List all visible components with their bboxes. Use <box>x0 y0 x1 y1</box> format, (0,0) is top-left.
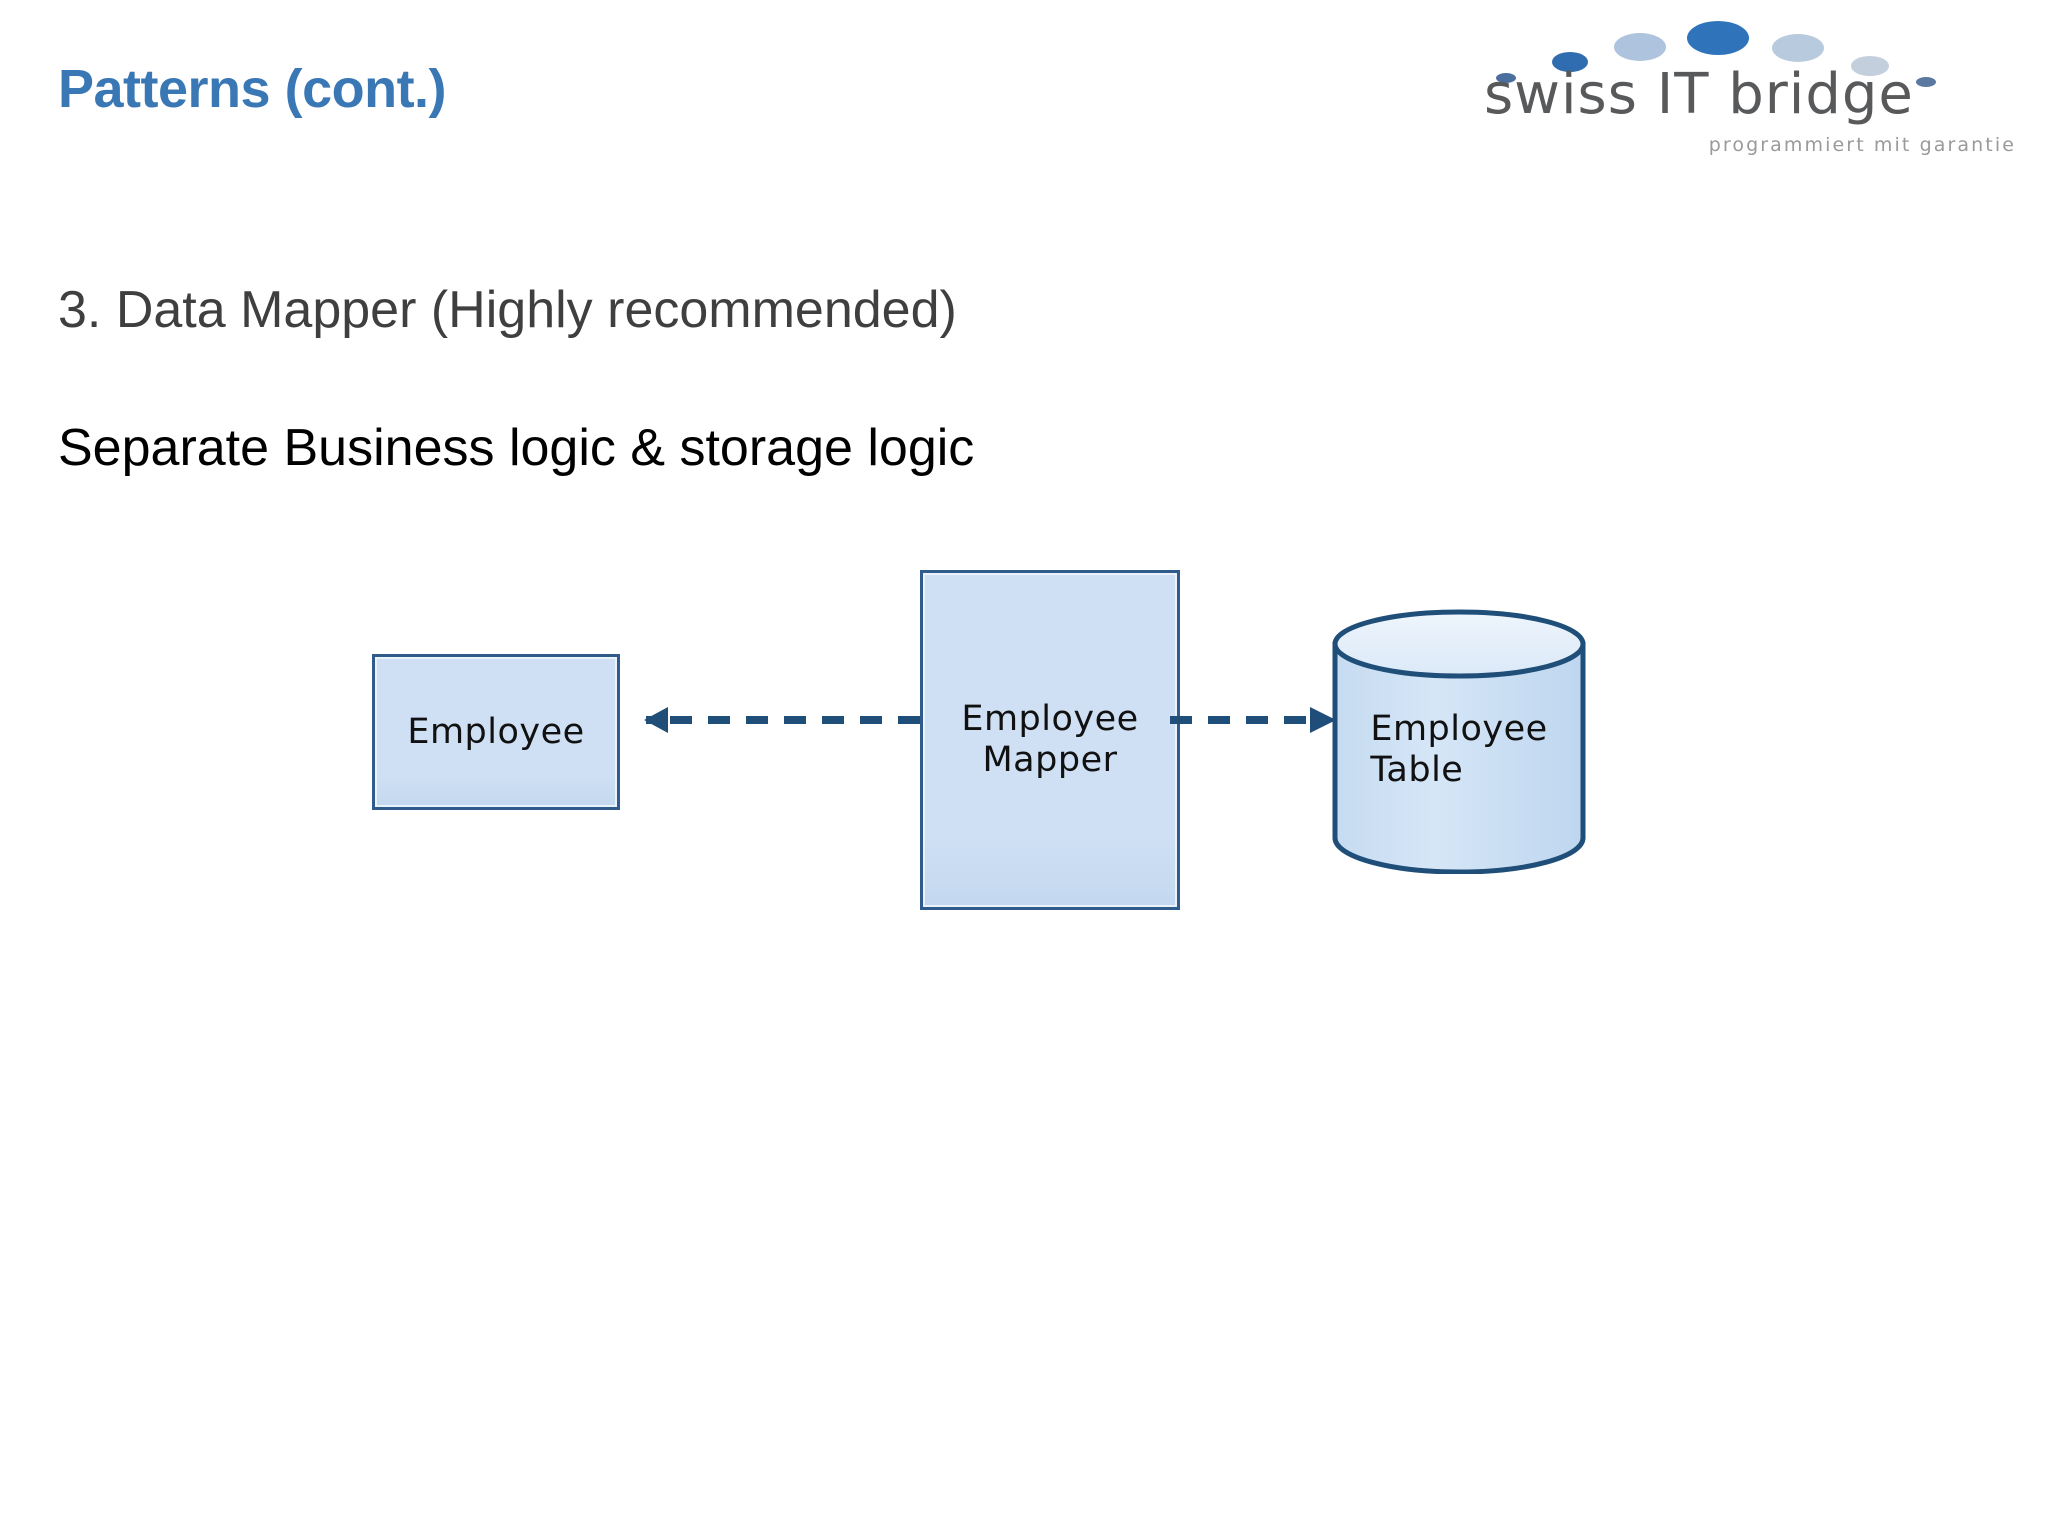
page-title: Patterns (cont.) <box>58 59 447 119</box>
body-line-heading: 3. Data Mapper (Highly recommended) <box>58 281 957 339</box>
body-line-description: Separate Business logic & storage logic <box>58 419 975 477</box>
data-mapper-diagram: Employee Employee Mapper Employee Table <box>330 550 1630 930</box>
diagram-node-employee-table-label: Employee Table <box>1370 709 1548 790</box>
diagram-node-employee-mapper-label: Employee Mapper <box>961 699 1139 780</box>
diagram-node-employee-table: Employee Table <box>1330 608 1588 874</box>
diagram-node-employee-mapper: Employee Mapper <box>920 570 1180 910</box>
logo-wordmark: swiss IT bridge <box>1484 62 1914 127</box>
cylinder-shape <box>1332 609 1586 874</box>
diagram-node-employee: Employee <box>372 654 620 810</box>
connector-mapper-to-table <box>1170 707 1336 733</box>
diagram-node-employee-label: Employee <box>407 711 585 752</box>
brand-logo: swiss IT bridge programmiert mit garanti… <box>1450 12 2030 172</box>
logo-dots-arc <box>1496 21 1936 87</box>
connector-mapper-to-employee <box>644 707 920 733</box>
logo-tagline: programmiert mit garantie <box>1708 134 2016 156</box>
